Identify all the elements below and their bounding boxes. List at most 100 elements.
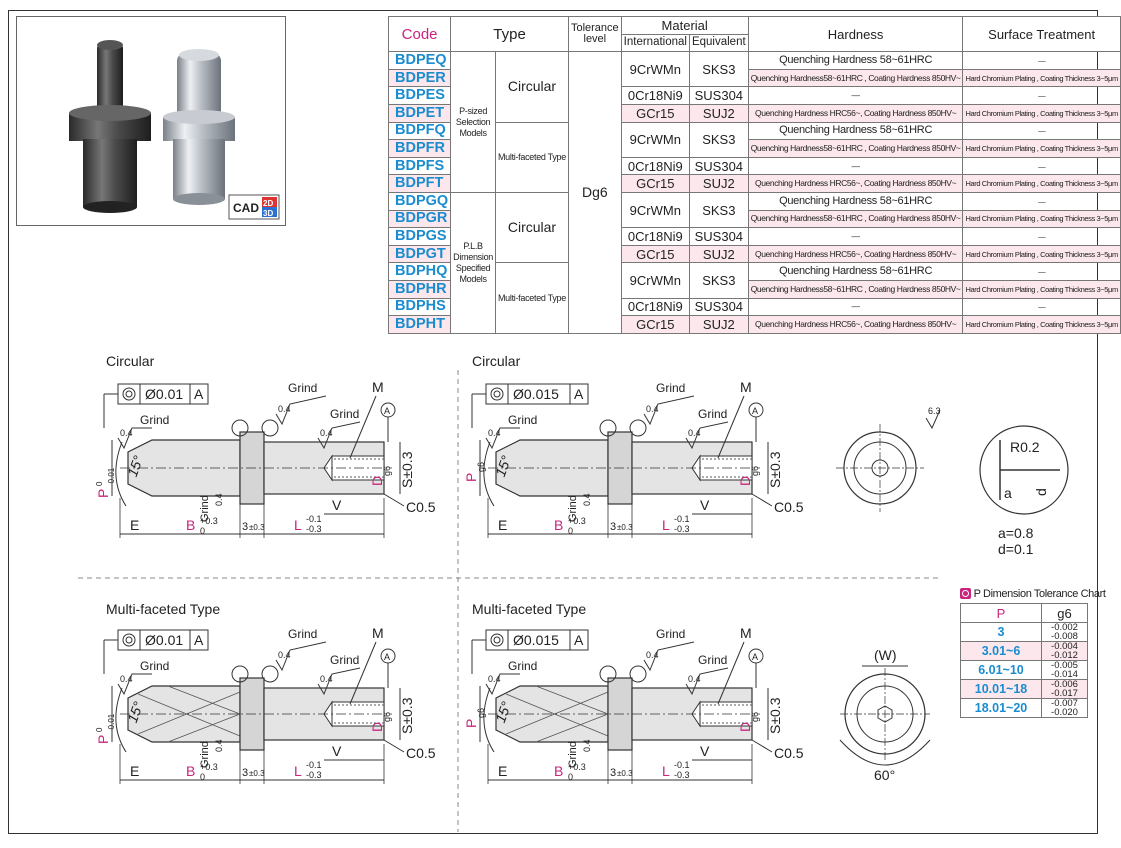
material-intl: GCr15 — [620, 315, 690, 334]
angle-arc — [483, 687, 495, 753]
e-label: E — [130, 517, 139, 533]
g6-values: -0.004-0.012 — [1041, 641, 1088, 661]
roughness-symbol — [685, 421, 729, 450]
l-label: L — [294, 517, 302, 533]
roughness-symbol — [925, 409, 941, 430]
code-cell: BDPFR — [387, 139, 452, 158]
grind-label: Grind — [288, 381, 317, 395]
roughness-symbol — [643, 395, 695, 426]
b-tol: 0 — [200, 772, 205, 782]
grind-label: Grind — [140, 413, 169, 427]
roughness-label: 0.4 — [278, 404, 291, 414]
shape-label: Multi-faceted Type — [494, 121, 569, 193]
hardness-cell: Quenching Hardness58~61HRC , Coating Har… — [747, 68, 964, 88]
detail-circle — [231, 665, 249, 683]
roughness-symbol — [117, 427, 152, 450]
group-label: P.L.B Dimension Specified Models — [450, 191, 496, 334]
tolerance-frame — [117, 629, 141, 651]
material-intl: 9CrWMn — [620, 262, 690, 299]
p-range: 3.01~6 — [960, 641, 1042, 661]
facet-line — [167, 713, 241, 743]
leader-line — [349, 641, 377, 705]
angle-arc — [839, 739, 931, 766]
d-label: D — [737, 476, 753, 486]
roughness-label: 0.4 — [488, 674, 501, 684]
material-intl: 9CrWMn — [620, 51, 690, 88]
roughness-symbol — [485, 673, 520, 696]
grind-label: Grind — [567, 741, 579, 768]
datum-letter: A — [752, 652, 758, 662]
material-intl: 9CrWMn — [620, 121, 690, 158]
three-label: 3 — [610, 521, 616, 533]
tolerance-chart-title-row: P Dimension Tolerance Chart — [960, 588, 1106, 600]
facet-line — [535, 685, 609, 715]
datum-letter: A — [384, 652, 390, 662]
leader-line — [751, 493, 773, 507]
l-tol: -0.3 — [674, 524, 690, 534]
v-label: V — [332, 743, 342, 759]
c05-label: C0.5 — [774, 499, 804, 515]
c05-label: C0.5 — [774, 745, 804, 761]
l-tol: -0.1 — [306, 760, 322, 770]
badge-3d: 3D — [263, 209, 273, 218]
grind-label: Grind — [698, 653, 727, 667]
roughness-label: 0.4 — [646, 650, 659, 660]
angle-label: 15° — [492, 699, 514, 725]
d-sub: g6 — [382, 712, 392, 722]
header-type: Type — [450, 15, 569, 53]
v-label: V — [700, 743, 710, 759]
code-cell: BDPHS — [387, 297, 452, 317]
code-cell: BDPHQ — [387, 262, 452, 281]
grind-label: Grind — [656, 627, 685, 641]
tolerance-value: Ø0.01 — [145, 632, 183, 648]
l-label: L — [662, 763, 670, 779]
circle-icon — [960, 588, 971, 599]
leader-line — [383, 493, 405, 507]
angle-label: 15° — [124, 699, 146, 725]
cad-label: CAD — [233, 201, 259, 215]
hardness-cell: Quenching Hardness58~61HRC , Coating Har… — [747, 209, 964, 229]
s-label: S±0.3 — [399, 451, 415, 488]
code-cell: BDPGS — [387, 227, 452, 246]
p-label: P — [95, 489, 111, 498]
product-photo: CAD 2D 3D — [16, 16, 286, 226]
m-label: M — [372, 379, 384, 395]
material-equiv: SUJ2 — [688, 174, 749, 193]
spec-table: Code Type Tolerance level Material Hardn… — [387, 15, 1121, 334]
code-cell: BDPES — [387, 86, 452, 105]
grind-label: Grind — [199, 495, 211, 522]
l-tol: -0.3 — [674, 770, 690, 780]
d-label: D — [369, 722, 385, 732]
tolerance-value: Ø0.015 — [513, 386, 559, 402]
tolerance-frame — [569, 629, 589, 651]
concentricity-icon — [122, 633, 136, 647]
l-tol: -0.1 — [674, 760, 690, 770]
roughness-symbol — [317, 421, 361, 450]
angle-label: 15° — [124, 453, 146, 479]
tolerance-frame — [117, 383, 141, 405]
b-tol: 0 — [568, 772, 573, 782]
m-label: M — [740, 379, 752, 395]
datum-letter: A — [384, 406, 390, 416]
header-surface: Surface Treatment — [962, 15, 1121, 53]
grind-label: Grind — [508, 659, 537, 673]
r02-label: R0.2 — [1010, 439, 1040, 455]
leader-line — [383, 739, 405, 753]
g6-values: -0.006-0.017 — [1041, 679, 1088, 699]
grind-label: Grind — [330, 407, 359, 421]
m-label: M — [372, 625, 384, 641]
roughness-label: 0.4 — [646, 404, 659, 414]
datum-letter: A — [194, 632, 204, 648]
code-cell: BDPET — [387, 103, 452, 123]
grind-label: Grind — [567, 495, 579, 522]
concentricity-icon — [490, 387, 504, 401]
code-cell: BDPHT — [387, 315, 452, 334]
detail-circle — [599, 419, 617, 437]
b-tol: +0.3 — [568, 762, 586, 772]
roughness-symbol — [685, 667, 729, 696]
facet-line — [137, 691, 241, 735]
p-range: 18.01~20 — [960, 698, 1042, 718]
